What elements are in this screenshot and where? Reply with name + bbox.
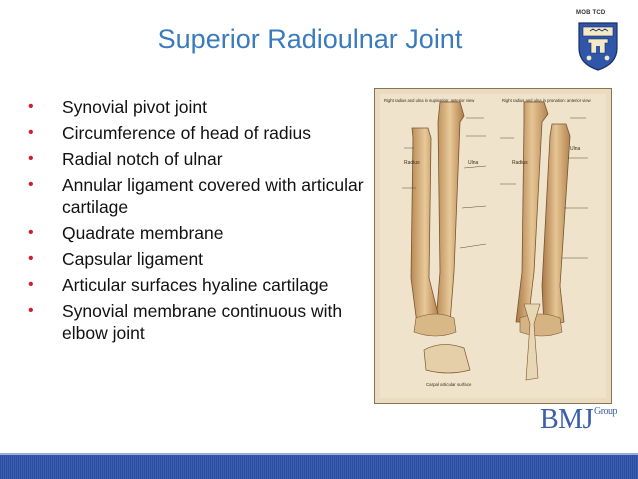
bullet-item: • Circumference of head of radius xyxy=(28,122,378,144)
bullet-text: Articular surfaces hyaline cartilage xyxy=(62,275,329,295)
bullet-list: • Synovial pivot joint • Circumference of … xyxy=(28,96,378,348)
carpal-surface-left xyxy=(423,344,471,374)
bullet-icon: • xyxy=(28,224,34,241)
slide-title: Superior Radioulnar Joint xyxy=(157,24,463,54)
footer-band xyxy=(0,455,638,479)
ulna-label-right: Ulna xyxy=(570,146,581,152)
bullet-icon: • xyxy=(28,176,34,193)
college-crest-icon xyxy=(578,22,618,71)
crest-label: MOB TCD xyxy=(576,10,606,16)
bullet-item: • Synovial membrane continuous with elbow… xyxy=(28,300,378,344)
bullet-icon: • xyxy=(28,124,34,141)
bullet-icon: • xyxy=(28,302,34,319)
bullet-item: • Capsular ligament xyxy=(28,248,378,270)
bottom-caption: Carpal articular surface xyxy=(426,382,472,387)
leader-lines xyxy=(402,117,588,259)
bullet-text: Radial notch of ulnar xyxy=(62,149,223,169)
bullet-text: Synovial pivot joint xyxy=(62,97,207,117)
logo-text: BMJ xyxy=(540,404,593,435)
radius-label-left: Radius xyxy=(404,160,420,166)
anatomy-illustration: Right radius and ulna in supination: ant… xyxy=(374,88,612,404)
bullet-icon: • xyxy=(28,250,34,267)
left-caption: Right radius and ulna in supination: ant… xyxy=(384,98,475,103)
bullet-icon: • xyxy=(28,98,34,115)
bullet-item: • Quadrate membrane xyxy=(28,222,378,244)
logo-superscript: Group xyxy=(593,406,618,417)
bullet-item: • Articular surfaces hyaline cartilage xyxy=(28,274,378,296)
bullet-text: Circumference of head of radius xyxy=(62,123,312,143)
bullet-text: Quadrate membrane xyxy=(62,223,224,243)
footer-divider xyxy=(0,453,638,455)
bullet-text: Capsular ligament xyxy=(62,249,204,269)
bullet-item: • Annular ligament covered with articular… xyxy=(28,174,378,218)
bmj-group-logo: BMJGroup xyxy=(540,404,618,436)
bullet-text: Synovial membrane continuous with elbow … xyxy=(62,301,343,343)
ulna-label-left: Ulna xyxy=(468,160,479,166)
bullet-icon: • xyxy=(28,276,34,293)
radius-label-right: Radius xyxy=(512,160,528,166)
carpal-surface-right xyxy=(523,303,541,381)
right-caption: Right radius and ulna in pronation: ante… xyxy=(502,98,592,103)
bullet-item: • Synovial pivot joint xyxy=(28,96,378,118)
left-bone-pair xyxy=(410,101,465,337)
bullet-icon: • xyxy=(28,150,34,167)
bullet-text: Annular ligament covered with articular … xyxy=(62,175,364,217)
bullet-item: • Radial notch of ulnar xyxy=(28,148,378,170)
